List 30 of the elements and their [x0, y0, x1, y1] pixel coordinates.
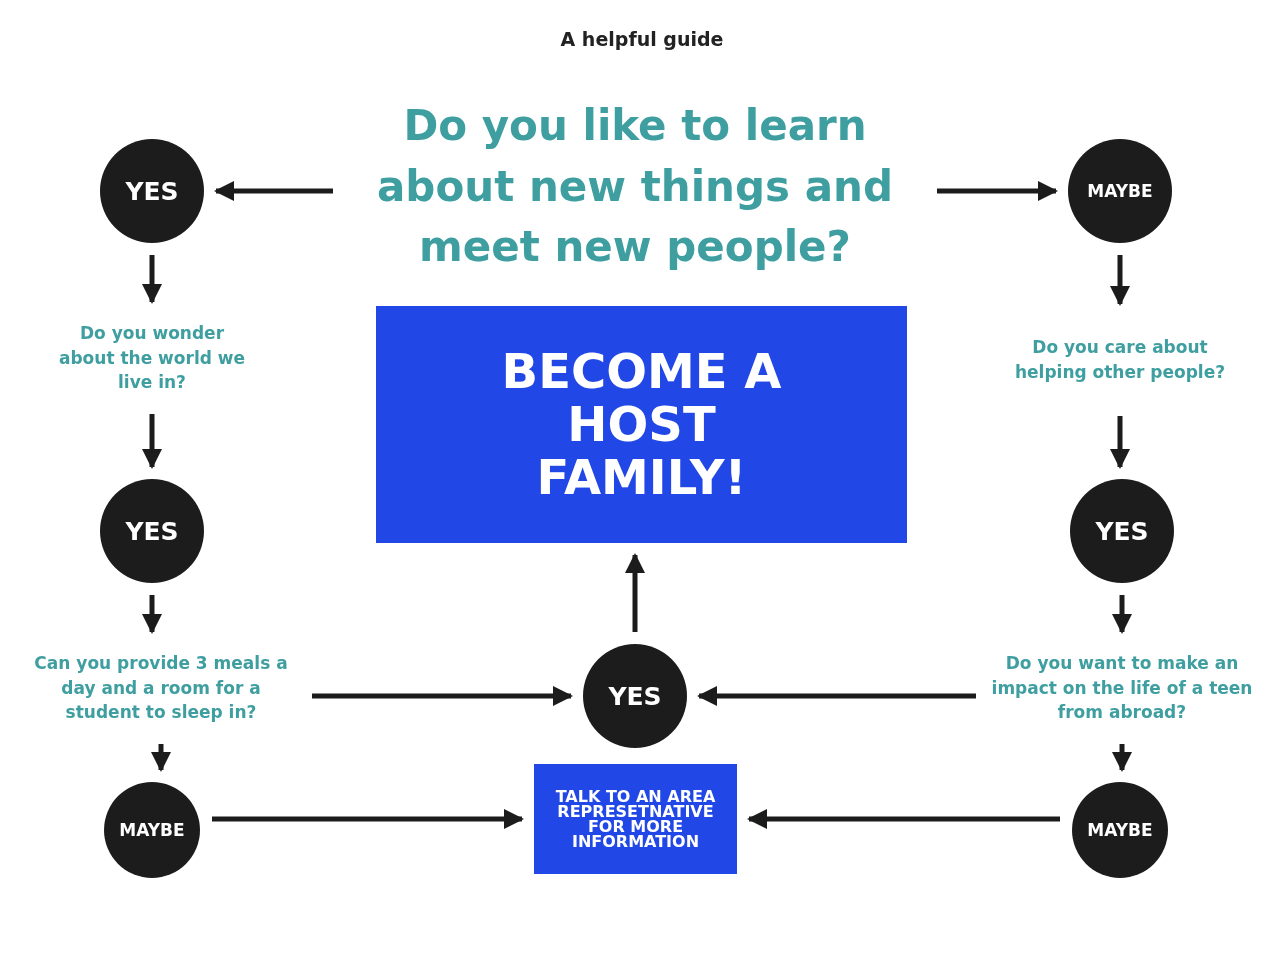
- answer-circle: MAYBE: [1072, 782, 1168, 878]
- answer-circle: YES: [100, 139, 204, 243]
- answer-circle: YES: [583, 644, 687, 748]
- arrow: [1110, 255, 1130, 306]
- arrow: [151, 744, 171, 772]
- guide-title: A helpful guide: [559, 28, 725, 50]
- arrow: [214, 181, 333, 201]
- arrow: [142, 595, 162, 634]
- arrow: [142, 255, 162, 304]
- question-text: Can you provide 3 meals a day and a room for a student to sleep in?: [22, 644, 300, 732]
- arrow: [212, 809, 524, 829]
- question-text: Do you want to make an impact on the life of a teen from abroad?: [988, 644, 1256, 732]
- arrow: [312, 686, 573, 706]
- answer-circle: YES: [1070, 479, 1174, 583]
- answer-circle: MAYBE: [1068, 139, 1172, 243]
- question-text: Do you wonder about the world we live in?: [52, 314, 252, 402]
- question-text: Do you care about helping other people?: [1010, 316, 1230, 404]
- arrow: [625, 553, 645, 632]
- result-box: BECOME A HOST FAMILY!: [376, 306, 907, 543]
- result-box: TALK TO AN AREA REPRESETNATIVE FOR MORE INFORMATION: [534, 764, 737, 874]
- arrow: [1112, 744, 1132, 772]
- arrow: [697, 686, 976, 706]
- answer-circle: YES: [100, 479, 204, 583]
- answer-circle: MAYBE: [104, 782, 200, 878]
- question-text: Do you like to learn about new things and meet new people?: [345, 92, 925, 282]
- arrow: [1110, 416, 1130, 469]
- arrow: [747, 809, 1060, 829]
- arrow: [142, 414, 162, 469]
- arrow: [1112, 595, 1132, 634]
- arrow: [937, 181, 1058, 201]
